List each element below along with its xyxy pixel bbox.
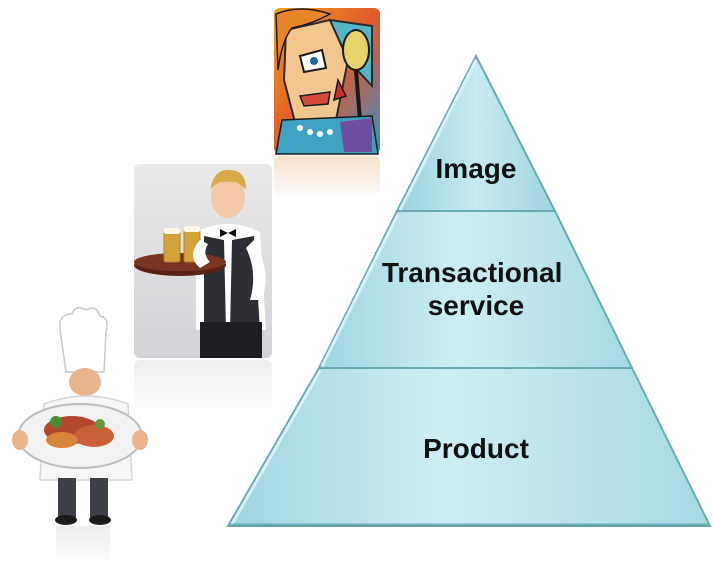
pyramid: Image Transactional service Product <box>226 53 712 527</box>
painting-picture <box>270 8 384 200</box>
waiter-picture <box>130 164 276 414</box>
pyramid-tier-image <box>395 53 557 212</box>
pyramid-label-image: Image <box>436 153 517 184</box>
pyramid-label-transactional-service: Transactional service <box>382 257 570 321</box>
pyramid-label-transactional-line1: Transactional <box>382 257 563 288</box>
chef-picture <box>12 307 148 566</box>
pyramid-label-product: Product <box>423 433 529 464</box>
pyramid-label-transactional-line2: service <box>428 290 525 321</box>
